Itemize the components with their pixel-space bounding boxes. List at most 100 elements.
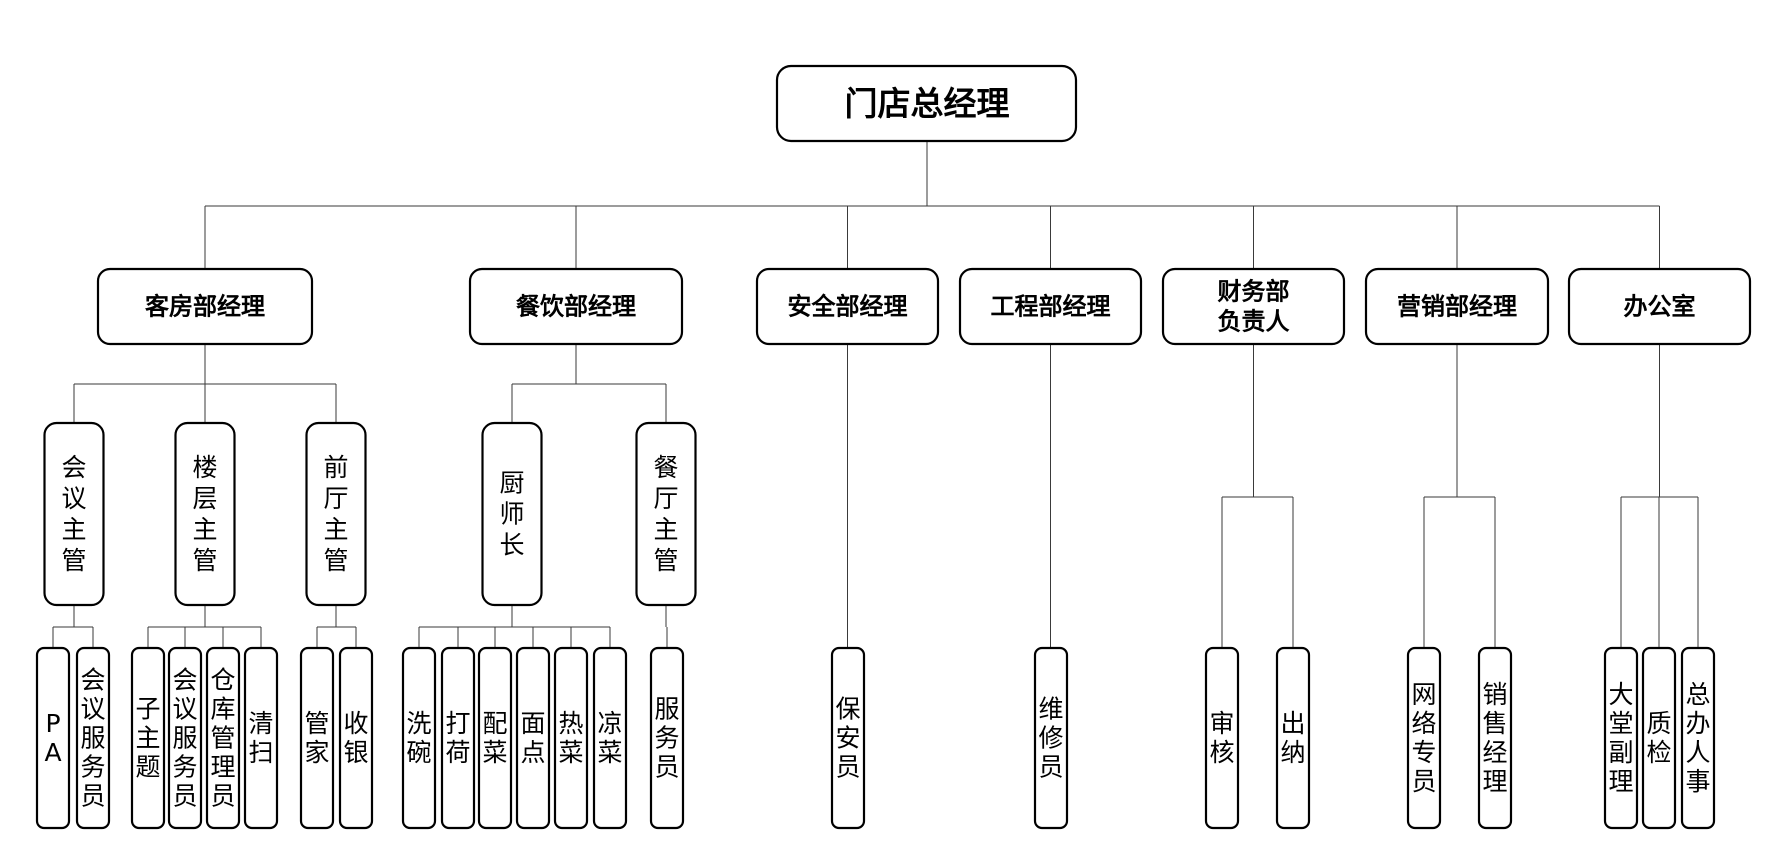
node-label-char: 库 [210,695,235,724]
dept-node: 工程部经理 [958,267,1143,346]
dept-node: 餐饮部经理 [468,267,684,346]
node-label-char: 员 [210,782,235,811]
node-label-char: 题 [135,753,160,782]
node-label-char: 银 [343,738,368,767]
node-label-char: 质 [1646,709,1671,738]
leaf-node: 面点 [515,646,551,830]
node-label-char: 办 [1685,709,1710,738]
node-label-char: 主 [323,515,348,544]
dept-node: 办公室 [1567,267,1752,346]
node-label-char: 菜 [558,738,583,767]
node-label: 工程部经理 [991,293,1111,321]
node-label-char: 安 [835,724,860,753]
node-label-char: 员 [172,782,197,811]
leaf-node: 维修员 [1033,646,1069,830]
node-label: 负责人 [1218,308,1290,336]
node-box [174,421,236,607]
node-label-char: 员 [654,753,679,782]
node-label-char: 出 [1280,709,1305,738]
node-label-char: 服 [654,695,679,724]
node-box [96,267,314,346]
node-label-char: 面 [520,709,545,738]
node-label-char: 点 [520,738,545,767]
node-label: 门店总经理 [845,84,1010,123]
node-label-char: 前 [323,453,348,482]
leaf-node: 热菜 [553,646,589,830]
node-label-char: 会 [172,666,197,695]
node-box [299,646,335,830]
leaf-node: 凉菜 [592,646,628,830]
leaf-node: 审核 [1204,646,1240,830]
node-box [1641,646,1677,830]
node-label-char: 员 [80,782,105,811]
node-label: 安全部经理 [788,293,908,321]
node-label-char: 厅 [323,484,348,513]
node-label-char: 销 [1482,680,1507,709]
node-label-char: 家 [304,738,329,767]
node-box [755,267,940,346]
org-nodes: 门店总经理客房部经理会议主管PA会议服务员楼层主管子主题会议服务员仓库管理员清扫… [35,64,1752,830]
node-box [167,646,203,830]
node-label-char: 务 [80,753,105,782]
node-label-char: 菜 [482,738,507,767]
node-box [35,646,71,830]
node-label-char: 荷 [445,738,470,767]
node-label-char: 员 [835,753,860,782]
node-box [592,646,628,830]
node-label-char: 餐 [653,453,678,482]
node-box [243,646,279,830]
node-label-char: 主 [653,515,678,544]
node-label-char: 管 [210,724,235,753]
node-box [1275,646,1311,830]
node-label-char: 审 [1209,709,1234,738]
node-label-char: 维 [1038,695,1063,724]
leaf-node: 出纳 [1275,646,1311,830]
dept-node: 安全部经理 [755,267,940,346]
node-label-char: 凉 [597,709,622,738]
node-box [775,64,1078,143]
node-label-char: 主 [61,515,86,544]
node-label-char: 议 [172,695,197,724]
node-box [1680,646,1716,830]
leaf-node: 打荷 [440,646,476,830]
node-label-char: 配 [482,709,507,738]
node-label-char: 管 [192,546,217,575]
node-label: 财务部 [1218,278,1290,306]
node-label-char: 理 [1608,767,1633,796]
node-label-char: 楼 [192,453,217,482]
node-label-char: 员 [1038,753,1063,782]
node-label-char: 主 [192,515,217,544]
dept-node: 营销部经理 [1364,267,1550,346]
node-label-char: 扫 [248,738,273,767]
node-box [305,421,367,607]
node-label-char: 络 [1411,709,1436,738]
node-label-char: 检 [1646,738,1671,767]
node-label-char: 热 [558,709,583,738]
node-label-char: 管 [304,709,329,738]
node-label-char: 核 [1209,738,1234,767]
node-label-char: 事 [1685,767,1710,796]
node-box [338,646,374,830]
node-label-char: 主 [135,724,160,753]
node-label-char: P [45,709,60,738]
leaf-node: 收银 [338,646,374,830]
node-box [130,646,166,830]
node-label-char: 长 [499,531,524,560]
node-box [43,421,105,607]
node-label-char: 理 [210,753,235,782]
node-box [830,646,866,830]
node-label-char: 管 [323,546,348,575]
node-label-char: 清 [248,709,273,738]
leaf-node: 保安员 [830,646,866,830]
node-box [649,646,685,830]
node-box [1567,267,1752,346]
